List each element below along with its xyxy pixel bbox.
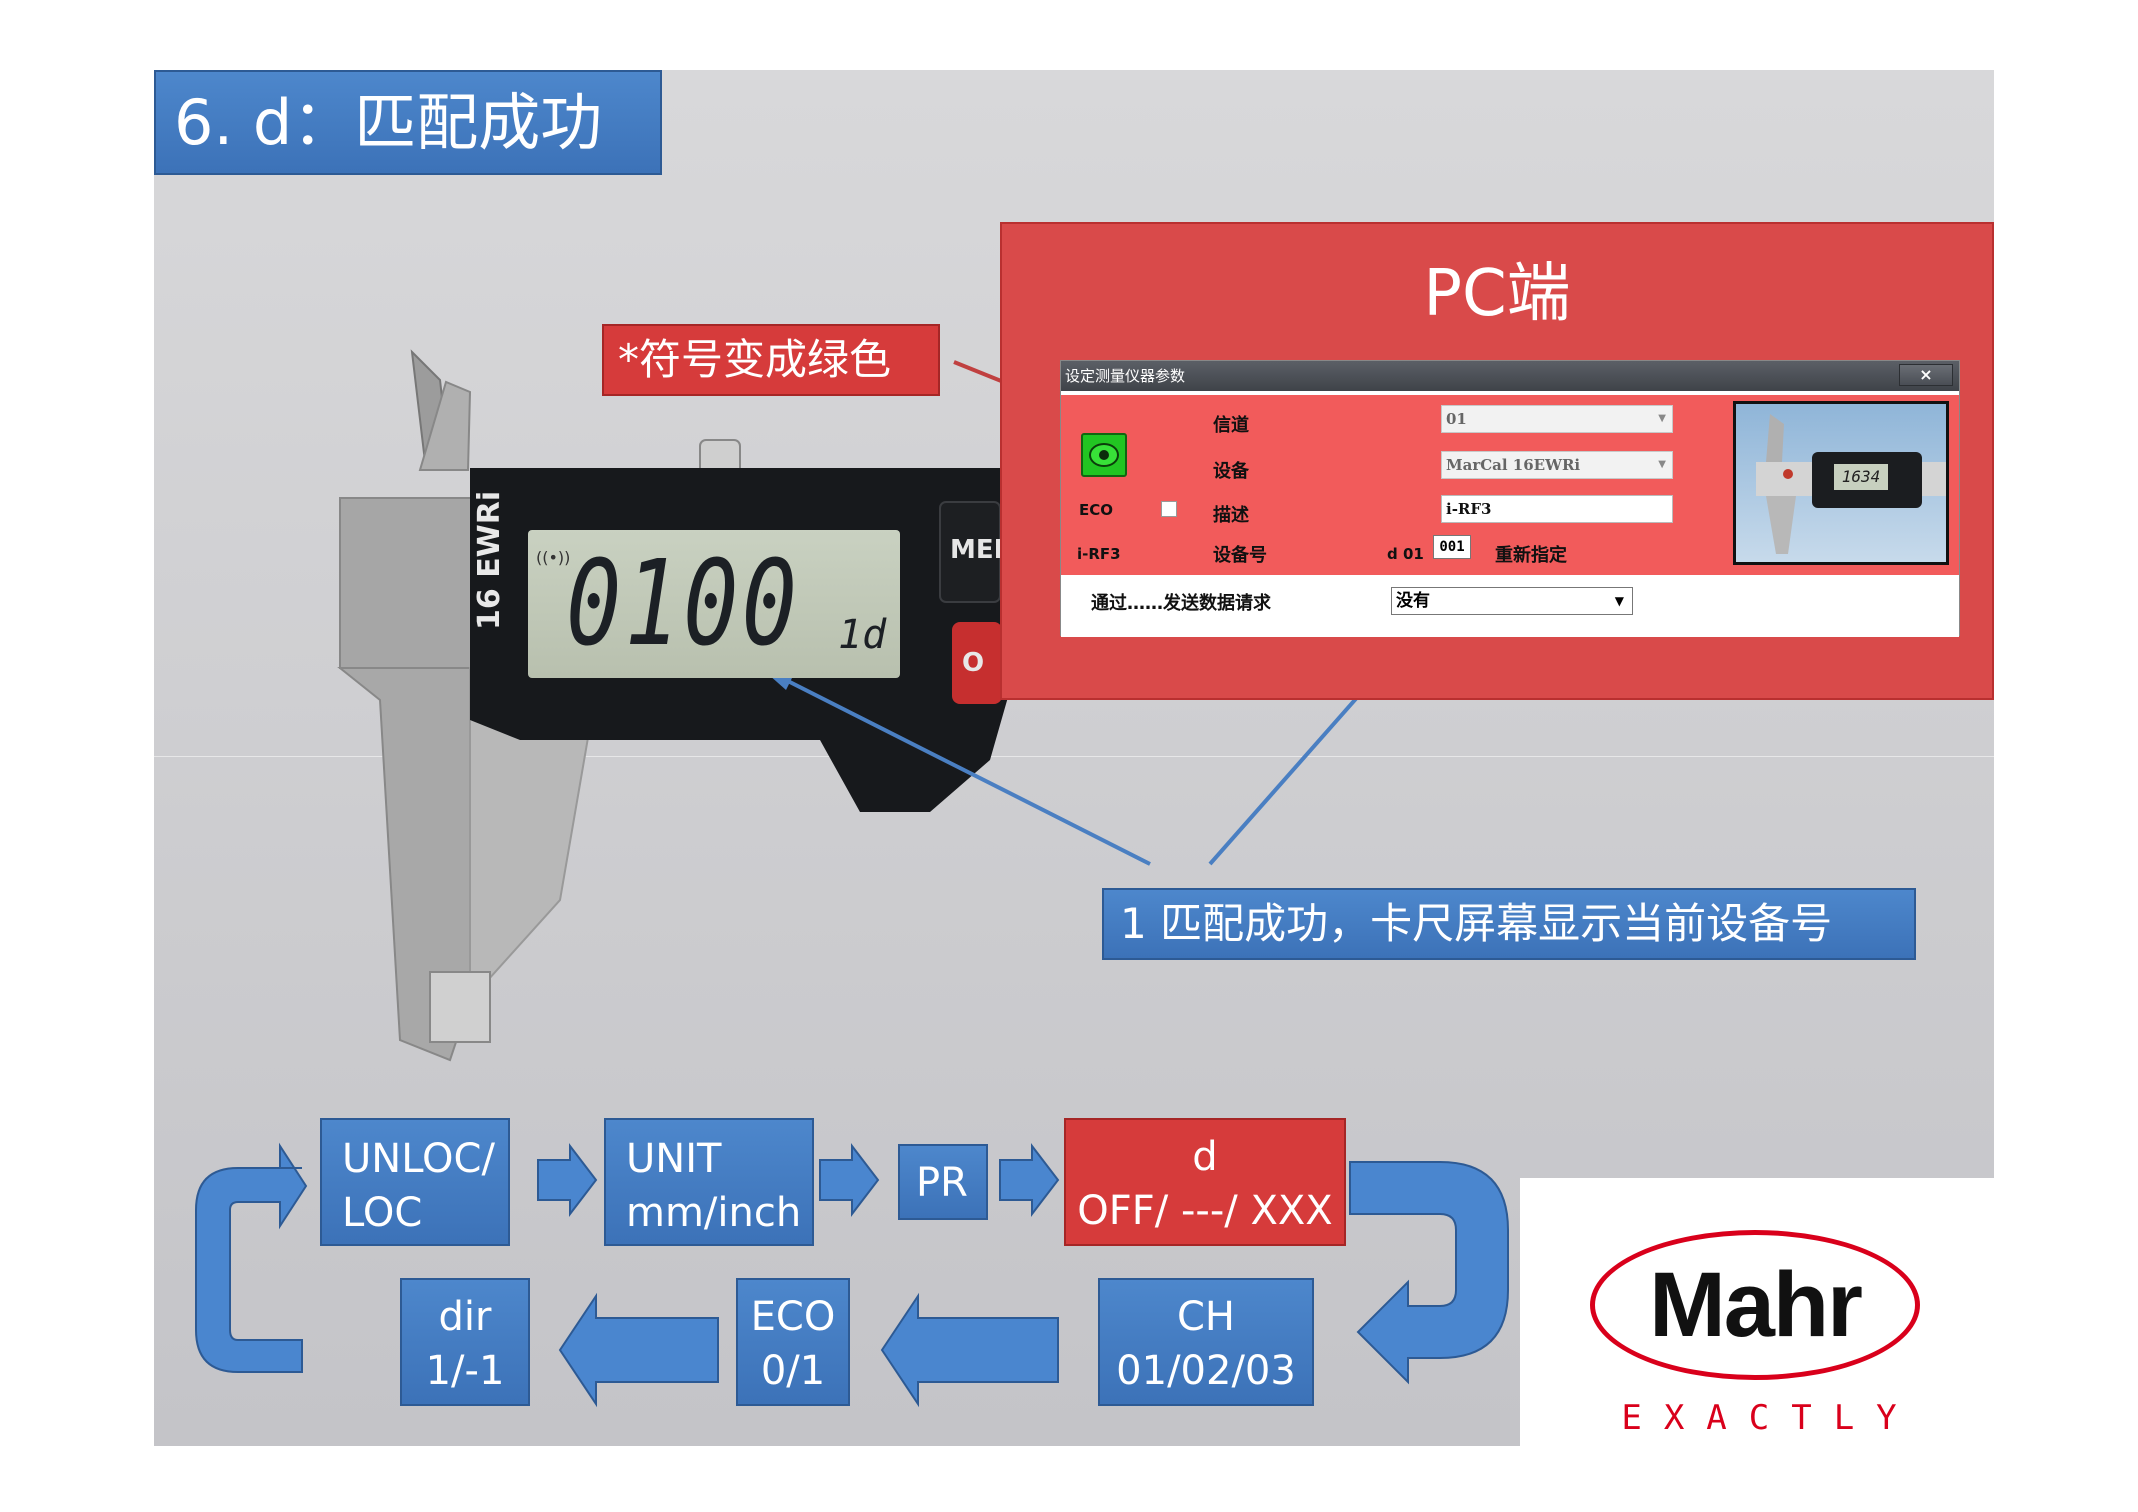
caliper-on-button[interactable]: O — [962, 648, 985, 678]
device-label: 设备 — [1213, 461, 1249, 482]
flow-box-unit: UNIT mm/inch — [604, 1118, 814, 1246]
logo-oval: Mahr — [1590, 1230, 1920, 1380]
model-label: i-RF3 — [1077, 545, 1121, 563]
flow-box-d: d OFF/ ---/ XXX — [1064, 1118, 1346, 1246]
slide-title: 6. d：匹配成功 — [154, 70, 662, 175]
channel-label: 信道 — [1213, 415, 1249, 436]
chevron-down-icon: ▼ — [1614, 594, 1624, 608]
preview-lcd: 1634 — [1834, 464, 1888, 490]
close-icon[interactable]: × — [1899, 364, 1953, 386]
flow-box-dir: dir 1/-1 — [400, 1278, 530, 1406]
send-request-label: 通过……发送数据请求 — [1091, 593, 1271, 614]
pc-panel-title: PC端 — [1423, 257, 1571, 331]
device-settings-dialog: 设定测量仪器参数 × 信道 01▼ 设备 MarCal 16EWRi▼ ECO … — [1060, 360, 1960, 637]
channel-select[interactable]: 01▼ — [1441, 405, 1673, 433]
send-request-select[interactable]: 没有▼ — [1391, 587, 1633, 615]
lcd-digits: 0100 — [566, 534, 801, 672]
lcd-signal-icon: ((•)) — [536, 548, 571, 567]
description-input[interactable]: i-RF3 — [1441, 495, 1673, 523]
eco-label: ECO — [1079, 501, 1114, 519]
lcd-unit: 1d — [838, 612, 887, 658]
device-select[interactable]: MarCal 16EWRi▼ — [1441, 451, 1673, 479]
reassign-button[interactable]: 重新指定 — [1495, 545, 1567, 566]
callout-symbol-green: *符号变成绿色 — [602, 324, 940, 396]
chevron-down-icon: ▼ — [1658, 459, 1666, 470]
mahr-logo: Mahr EXACTLY — [1520, 1178, 1994, 1446]
caliper-preview-image: 1634 — [1733, 401, 1949, 565]
flow-box-ch: CH 01/02/03 — [1098, 1278, 1314, 1406]
logo-tagline: EXACTLY — [1621, 1398, 1919, 1438]
device-number-label: 设备号 — [1213, 545, 1267, 566]
callout-match-success: 1 匹配成功，卡尺屏幕显示当前设备号 — [1102, 888, 1916, 960]
chevron-down-icon: ▼ — [1658, 413, 1666, 424]
dialog-body: 信道 01▼ 设备 MarCal 16EWRi▼ ECO 描述 i-RF3 i-… — [1061, 395, 1959, 575]
device-number-input[interactable]: 001 — [1433, 535, 1471, 559]
flow-box-pr: PR — [898, 1144, 988, 1220]
flow-box-unloc: UNLOC/ LOC — [320, 1118, 510, 1246]
caliper-menu-button[interactable]: MEN — [950, 535, 1000, 565]
caliper-model-label: 16 EWRi — [472, 490, 507, 630]
signal-ring-icon — [1089, 443, 1119, 467]
description-label: 描述 — [1213, 505, 1249, 526]
dialog-titlebar: 设定测量仪器参数 × — [1061, 361, 1959, 391]
device-number-prefix: d 01 — [1387, 545, 1424, 563]
flow-box-eco: ECO 0/1 — [736, 1278, 850, 1406]
dialog-title: 设定测量仪器参数 — [1065, 367, 1186, 385]
connection-status-icon — [1081, 433, 1127, 477]
logo-name: Mahr — [1649, 1253, 1863, 1356]
caliper-lcd: ((•)) 0100 1d — [528, 530, 900, 678]
eco-checkbox[interactable] — [1161, 501, 1177, 517]
